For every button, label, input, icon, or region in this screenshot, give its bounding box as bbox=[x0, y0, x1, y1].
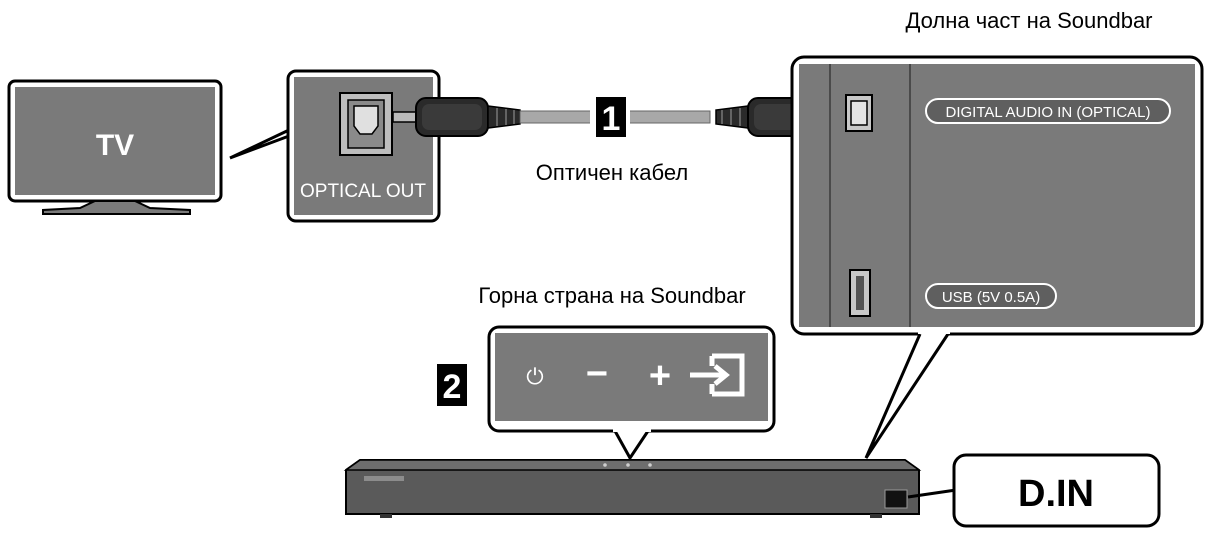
soundbar-top-title: Горна страна на Soundbar bbox=[478, 283, 745, 308]
optical-out-label: OPTICAL OUT bbox=[300, 181, 426, 202]
display-mode-callout: D.IN bbox=[952, 453, 1161, 528]
optical-in-label-pill bbox=[925, 98, 1171, 124]
optical-port-icon bbox=[339, 92, 393, 156]
step-1-badge: 1 bbox=[590, 93, 630, 141]
display-window bbox=[884, 489, 908, 509]
soundbar-top-panel: ⏻ − + bbox=[487, 325, 776, 433]
usb-label: USB (5V 0.5A) bbox=[942, 289, 1040, 306]
tv-illustration: TV bbox=[7, 79, 223, 215]
tv-optical-out-panel: OPTICAL OUT bbox=[286, 69, 441, 223]
soundbar-bottom-panel: DIGITAL AUDIO IN (OPTICAL) USB (5V 0.5A) bbox=[790, 55, 1204, 336]
step-2-badge: 2 bbox=[431, 360, 471, 410]
step-2-number: 2 bbox=[443, 368, 462, 406]
source-input-icon bbox=[690, 353, 745, 397]
usb-port-icon bbox=[849, 269, 871, 317]
optical-in-label: DIGITAL AUDIO IN (OPTICAL) bbox=[945, 104, 1150, 121]
bottom-panel-callout-pointer bbox=[864, 333, 950, 459]
usb-label-pill bbox=[925, 283, 1057, 309]
soundbar-illustration bbox=[343, 459, 922, 518]
optical-in-port-icon bbox=[845, 94, 873, 132]
brand-logo bbox=[364, 476, 404, 481]
tv-callout-pointer bbox=[229, 128, 290, 160]
cable-label: Оптичен кабел bbox=[536, 160, 688, 185]
minus-icon: − bbox=[586, 353, 608, 395]
display-mode-text: D.IN bbox=[1018, 473, 1094, 515]
step-1-number: 1 bbox=[602, 100, 621, 138]
top-panel-callout-pointer bbox=[613, 430, 650, 461]
soundbar-bottom-title: Долна част на Soundbar bbox=[905, 8, 1152, 33]
tv-label: TV bbox=[96, 129, 134, 162]
plus-icon: + bbox=[649, 355, 671, 397]
power-icon: ⏻ bbox=[526, 364, 543, 389]
